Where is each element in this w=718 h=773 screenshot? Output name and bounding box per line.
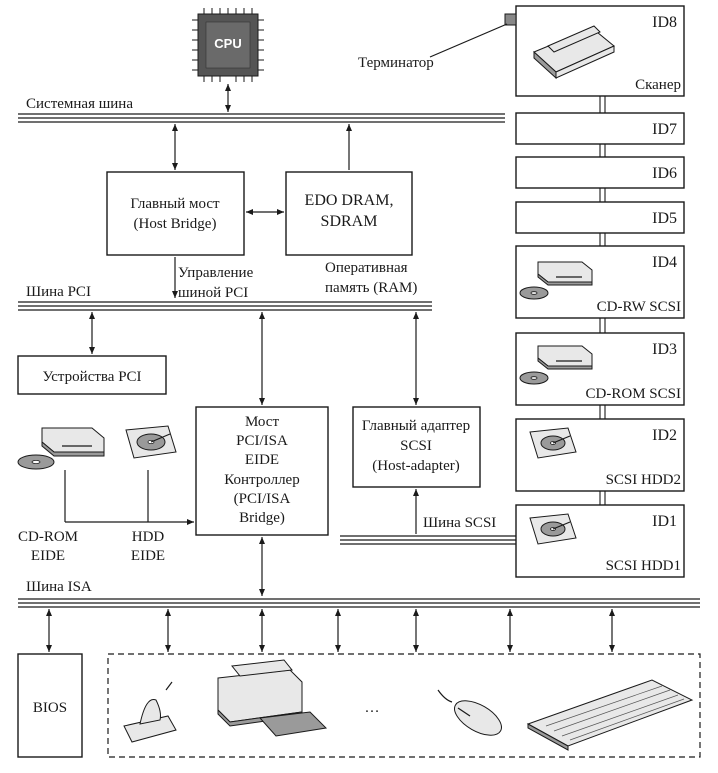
scsi-id3-box bbox=[515, 332, 685, 406]
pci-isa-line6: Bridge) bbox=[239, 510, 285, 526]
scsi-id4-label: ID4 bbox=[652, 254, 677, 271]
scsi-id5-label: ID5 bbox=[652, 210, 677, 227]
mouse-icon bbox=[437, 689, 502, 736]
cd-rom-scsi-icon bbox=[519, 345, 593, 385]
scsi-id3-label: ID3 bbox=[652, 341, 677, 358]
ram-line2: память (RAM) bbox=[325, 280, 417, 296]
pci-isa-line5: (PCI/ISA bbox=[234, 491, 291, 507]
pci-devices-label: Устройства PCI bbox=[42, 369, 141, 385]
system-bus bbox=[18, 113, 505, 123]
hdd-eide-line1: HDD bbox=[132, 529, 165, 545]
scsi-id3-device: CD-ROM SCSI bbox=[586, 386, 681, 402]
pci-isa-line3: EIDE bbox=[245, 452, 279, 468]
more-devices-ellipsis: … bbox=[365, 700, 380, 716]
isa-bus-label: Шина ISA bbox=[26, 579, 92, 595]
scsi-id7-box bbox=[515, 112, 685, 145]
pci-isa-line1: Мост bbox=[245, 414, 279, 430]
scsi-hdd2-icon bbox=[529, 427, 577, 459]
scanner-icon bbox=[533, 25, 615, 80]
isa-peripherals-group bbox=[107, 653, 701, 758]
scsi-id1-device: SCSI HDD1 bbox=[606, 558, 681, 574]
bios-box bbox=[17, 653, 83, 758]
system-bus-label: Системная шина bbox=[26, 96, 133, 112]
scsi-adapter-line1: Главный адаптер bbox=[362, 418, 470, 434]
dram-box bbox=[285, 171, 413, 256]
dram-line1: EDO DRAM, bbox=[305, 192, 394, 209]
pci-control-line1: Управление bbox=[178, 265, 254, 281]
terminator-icon bbox=[504, 13, 517, 26]
scsi-id2-label: ID2 bbox=[652, 427, 677, 444]
scsi-id1-label: ID1 bbox=[652, 513, 677, 530]
pci-control-line2: шиной PCI bbox=[178, 285, 248, 301]
scsi-id6-label: ID6 bbox=[652, 165, 677, 182]
cpu-chip bbox=[192, 8, 264, 82]
printer-icon bbox=[217, 659, 328, 737]
joystick-icon bbox=[123, 681, 177, 743]
scsi-id2-device: SCSI HDD2 bbox=[606, 472, 681, 488]
isa-bus bbox=[18, 598, 700, 608]
host-bridge-box bbox=[106, 171, 245, 256]
pci-isa-line2: PCI/ISA bbox=[236, 433, 288, 449]
bios-label: BIOS bbox=[33, 700, 67, 716]
hdd-eide-icon bbox=[125, 425, 177, 459]
cpu-label: CPU bbox=[214, 36, 241, 51]
host-bridge-line1: Главный мост bbox=[130, 196, 220, 212]
terminator-label: Терминатор bbox=[358, 55, 434, 71]
hdd-eide-line2: EIDE bbox=[131, 548, 165, 564]
scsi-adapter-line3: (Host-adapter) bbox=[372, 458, 459, 474]
cdrom-eide-line2: EIDE bbox=[31, 548, 65, 564]
scsi-hdd1-icon bbox=[529, 513, 577, 545]
terminator-leader bbox=[429, 23, 508, 58]
cdrom-eide-line1: CD-ROM bbox=[18, 529, 78, 545]
scsi-bus bbox=[340, 535, 525, 545]
pci-bus bbox=[18, 301, 432, 311]
pci-isa-bridge-box bbox=[195, 406, 329, 536]
scsi-id5-box bbox=[515, 201, 685, 234]
scsi-id8-device: Сканер bbox=[635, 77, 681, 93]
scsi-adapter-line2: SCSI bbox=[400, 438, 432, 454]
ram-line1: Оперативная bbox=[325, 260, 408, 276]
pci-isa-line4: Контроллер bbox=[224, 472, 299, 488]
scsi-id8-label: ID8 bbox=[652, 14, 677, 31]
pci-bus-label: Шина PCI bbox=[26, 284, 91, 300]
keyboard-icon bbox=[526, 679, 694, 751]
pci-devices-box bbox=[17, 355, 167, 395]
scsi-id7-label: ID7 bbox=[652, 121, 677, 138]
scsi-adapter-box bbox=[352, 406, 481, 488]
dram-line2: SDRAM bbox=[321, 213, 378, 230]
host-bridge-line2: (Host Bridge) bbox=[134, 216, 217, 232]
cd-rw-scsi-icon bbox=[519, 261, 593, 300]
cdrom-eide-icon bbox=[17, 427, 105, 470]
isa-peripheral-links bbox=[165, 609, 615, 652]
scsi-id4-device: CD-RW SCSI bbox=[597, 299, 681, 315]
scsi-bus-label: Шина SCSI bbox=[423, 515, 496, 531]
